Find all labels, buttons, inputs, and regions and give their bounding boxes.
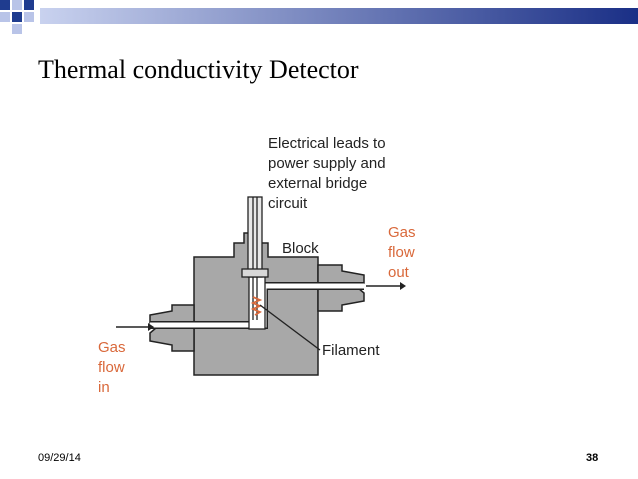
header-square [0,0,10,10]
leads-label-line: circuit [268,195,308,212]
page-number: 38 [586,452,599,464]
gas-in-arrowhead [148,323,154,331]
gas-in-label-line: in [98,379,110,396]
slide-title: Thermal conductivity Detector [38,55,359,84]
header-square [0,12,10,22]
lead-seal [241,268,269,278]
filament-coil [250,296,263,316]
gas-out-arrowhead [400,282,406,290]
leads-label-line: external bridge [268,175,367,192]
footer-date: 09/29/14 [38,452,81,464]
leads-label-line: Electrical leads to [268,135,386,152]
header-square [12,0,22,10]
header-square [24,0,34,10]
header-square [12,24,22,34]
gas-in-label-line: Gas [98,339,126,356]
electrical-leads-sheath [247,196,263,278]
header-square [24,12,34,22]
gas-out-label-line: flow [388,244,415,261]
leads-label-line: power supply and [268,155,386,172]
gas-out-label-line: Gas [388,224,416,241]
filament-pointer [259,304,321,351]
tcd-diagram: Electrical leads to power supply and ext… [98,135,416,396]
block-label: Block [282,240,319,257]
header-decoration [0,0,638,34]
header-square [12,12,22,22]
gas-out-label-line: out [388,264,410,281]
header-gradient-band [40,8,638,24]
filament-label: Filament [322,342,380,359]
gas-in-label-line: flow [98,359,125,376]
